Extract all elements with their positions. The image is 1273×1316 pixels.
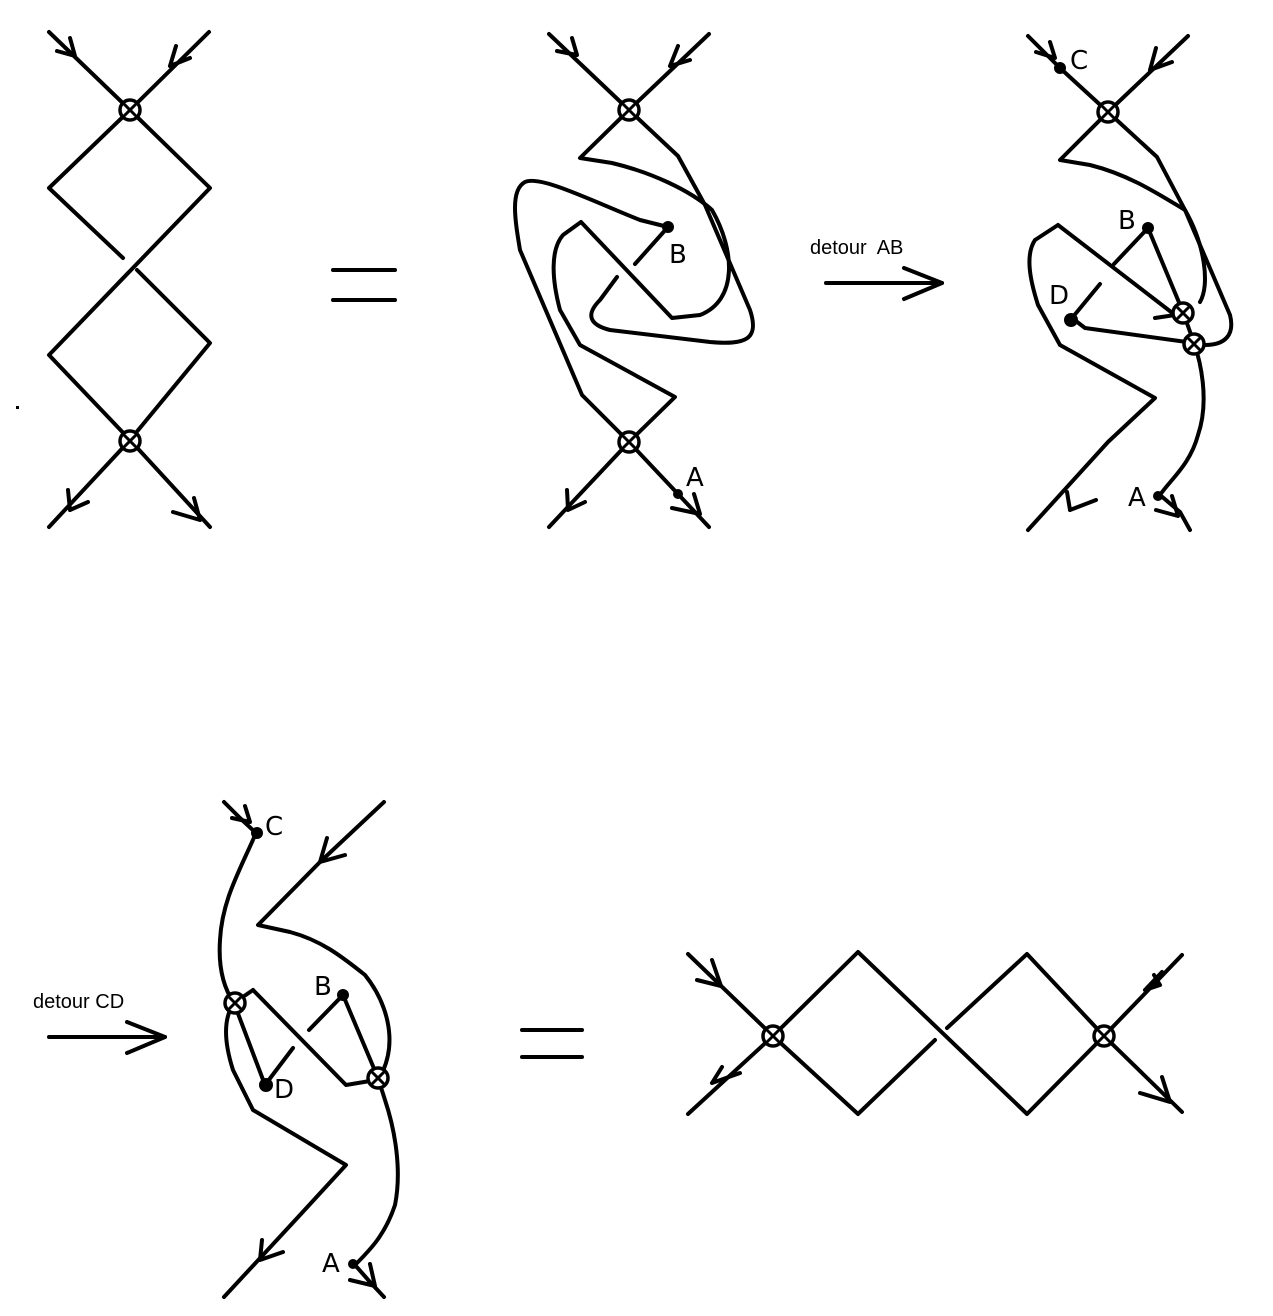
label-a: A <box>322 1249 340 1279</box>
virtual-crossing-icon <box>118 429 142 453</box>
label-a: A <box>1128 483 1146 513</box>
point-b-marker <box>337 989 349 1001</box>
virtual-crossing-icon <box>617 98 641 122</box>
point-c-marker <box>1054 62 1066 74</box>
virtual-crossing-icon <box>1182 332 1206 356</box>
label-b: B <box>1118 206 1136 236</box>
virtual-crossing-icon <box>366 1066 390 1090</box>
label-c: C <box>1070 46 1089 76</box>
point-a-marker <box>348 1259 358 1269</box>
label-c: C <box>265 812 284 842</box>
diagram-original <box>16 30 212 529</box>
equals-sign <box>520 1028 584 1059</box>
detour-ab-label: detour AB <box>810 237 904 259</box>
label-d: D <box>274 1075 295 1105</box>
virtual-crossing-icon <box>223 991 247 1015</box>
virtual-crossing-icon <box>1096 100 1120 124</box>
detour-cd-label: detour CD <box>33 991 125 1013</box>
diagram-result <box>686 950 1184 1116</box>
point-b-marker <box>1142 222 1154 234</box>
virtual-crossing-icon <box>118 98 142 122</box>
equals-sign <box>331 268 397 302</box>
diagram-expanded <box>513 32 756 529</box>
point-b-marker <box>662 221 674 233</box>
diagram-after-detour-cd <box>217 800 400 1299</box>
point-c-marker <box>251 827 263 839</box>
arrow-detour-ab <box>824 266 944 301</box>
virtual-crossing-icon <box>1171 301 1195 325</box>
diagram-after-detour-ab <box>1026 34 1234 532</box>
label-b: B <box>669 240 687 270</box>
virtual-crossing-icon <box>617 430 641 454</box>
virtual-crossing-icon <box>761 1024 785 1048</box>
point-a-marker <box>673 489 683 499</box>
point-d-marker <box>1064 313 1078 327</box>
label-b: B <box>314 972 332 1002</box>
arrowhead-icon <box>55 36 77 58</box>
label-d: D <box>1049 281 1070 311</box>
virtual-crossing-icon <box>1092 1024 1116 1048</box>
label-a: A <box>686 463 704 493</box>
arrow-detour-cd <box>47 1020 167 1055</box>
point-a-marker <box>1153 491 1163 501</box>
point-d-marker <box>259 1078 273 1092</box>
